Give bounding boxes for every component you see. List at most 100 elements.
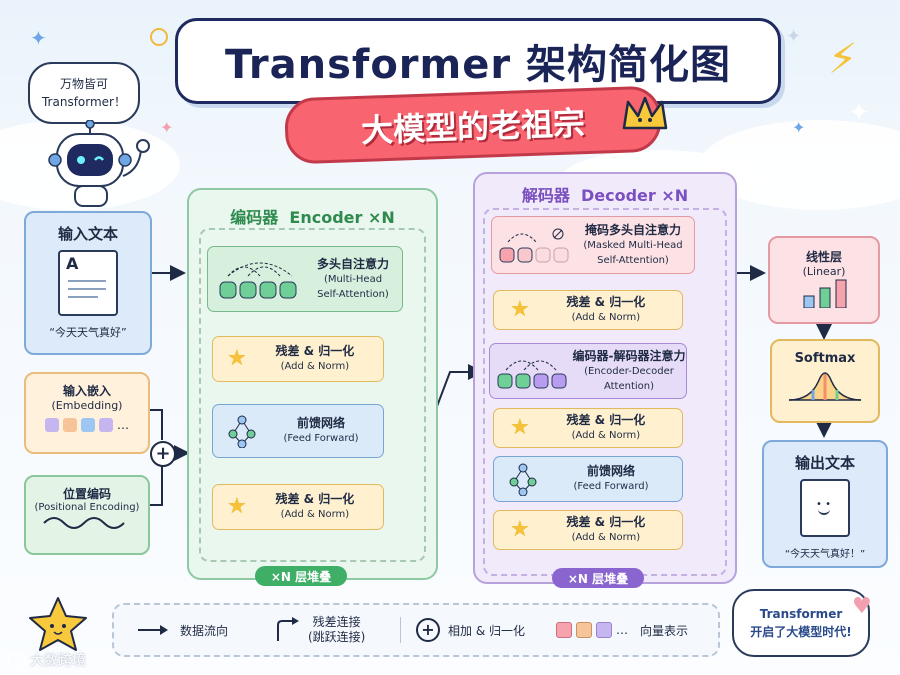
star-icon: ★ [510,517,530,542]
document-icon: A [58,250,118,316]
star-icon: ★ [227,494,247,519]
page-title: Transformer 架构简化图 [225,42,731,88]
decoder-title: 解码器 Decoder ×N [521,186,689,205]
block-label: 残差 & 归一化 [275,344,355,358]
block-sub: (Multi-Head Self-Attention) [317,273,389,300]
block-sub: Self-Attention) [597,254,669,266]
doc-letter: A [66,254,79,273]
watermark: 大数跨境 [8,650,86,670]
add-symbol-icon: + [416,618,440,642]
legend-residual: 残差连接 (跳跃连接) [274,605,365,655]
block-sub: (Masked Multi-Head [583,239,683,251]
mascot-speech-bubble: 万物皆可 Transformer！ [28,62,140,124]
arrow-right-icon [138,625,168,635]
lightning-icon: ⚡ [828,34,858,83]
input-sample-text: “今天天气真好” [49,326,127,339]
positional-title: 位置编码 [62,487,111,501]
block-label: 残差 & 归一化 [566,515,646,529]
vector-ellipsis: … [117,418,129,432]
encoder-layer-frame [199,228,426,562]
block-label: 前馈网络 [586,464,635,478]
encoder-feed-forward-block: 前馈网络 (Feed Forward) [212,404,384,458]
linear-layer-box: 线性层 (Linear) [768,236,880,324]
decoder-feed-forward-block: 前馈网络 (Feed Forward) [493,456,683,502]
encoder-add-norm-2-block: ★ 残差 & 归一化 (Add & Norm) [212,484,384,530]
linear-title: 线性层 [805,250,842,264]
bubble-line: 开启了大模型时代! [750,625,852,639]
legend-label: 数据流向 [180,623,229,638]
decoder-stack-badge: ×N 层堆叠 [552,568,644,588]
bell-curve-icon [788,372,862,401]
legend-vector: … 向量表示 [556,605,688,655]
star-icon: ★ [510,415,530,440]
sparkle-icon: ✦ [160,118,174,137]
block-sub: (Add & Norm) [571,532,641,543]
sparkle-icon: ✦ [786,26,802,47]
legend-divider [400,617,401,643]
sine-wave-icon [43,517,125,529]
decoder-add-norm-1-block: ★ 残差 & 归一化 (Add & Norm) [493,290,683,330]
output-sample-text: “今天天气真好！” [784,549,866,560]
block-label: 残差 & 归一化 [275,492,355,506]
star-mascot-icon [28,596,88,656]
watermark-text: 大数跨境 [30,653,86,669]
bubble-line: Transformer！ [41,95,126,109]
star-icon: ★ [510,297,530,322]
vector-squares: … [45,418,129,432]
input-text-box: 输入文本 A “今天天气真好” [24,211,152,355]
block-label: 多头自注意力 [316,256,389,271]
legend-data-flow: 数据流向 [136,605,228,655]
output-text-title: 输出文本 [794,454,855,472]
network-icon [228,415,256,448]
block-sub: (Encoder-Decoder [584,365,674,377]
document-icon: • • [800,479,850,537]
robot-mascot-icon [45,119,165,214]
bubble-line: 万物皆可 [59,77,108,91]
legend-label: 残差连接 [312,615,361,629]
block-sub: Attention) [603,380,655,392]
footer-speech-bubble: Transformer 开启了大模型时代! [732,589,870,657]
legend-add-norm: + 相加 & 归一化 [416,605,525,655]
positional-sub: (Positional Encoding) [34,502,140,513]
encoder-add-norm-1-block: ★ 残差 & 归一化 (Add & Norm) [212,336,384,382]
legend-label: 向量表示 [640,623,689,638]
sparkle-icon: ✦ [30,26,47,50]
block-sub: (Add & Norm) [280,509,350,520]
add-symbol-icon: + [150,441,176,467]
embedding-title: 输入嵌入 [62,384,111,398]
residual-arrow-icon [277,617,299,641]
block-label: 残差 & 归一化 [566,295,646,309]
attention-tokens-icon [219,262,297,299]
encoder-self-attention-block: 多头自注意力 (Multi-Head Self-Attention) [207,246,403,312]
legend-sub: (跳跃连接) [308,630,366,644]
softmax-box: Softmax [770,339,880,423]
block-label: 掩码多头自注意力 [584,222,681,237]
positional-encoding-box: 位置编码 (Positional Encoding) [24,475,150,555]
block-label: 残差 & 归一化 [566,413,646,427]
embedding-box: 输入嵌入 (Embedding) … [24,372,150,454]
decoder-cross-attention-block: 编码器-解码器注意力 (Encoder-Decoder Attention) [489,343,687,399]
crown-icon [620,94,670,138]
bubble-line: Transformer [759,607,843,621]
block-label: 编码器-解码器注意力 [572,348,686,363]
block-sub: (Feed Forward) [573,481,649,492]
legend: 数据流向 残差连接 (跳跃连接) + 相加 & 归一化 … 向量表示 [112,603,720,657]
encoder-stack-badge: ×N 层堆叠 [255,566,347,586]
input-text-title: 输入文本 [57,225,118,243]
heart-icon: ♥ [852,594,872,619]
bar-chart-icon [803,279,847,308]
star-icon: ★ [227,346,247,371]
embedding-sub: (Embedding) [51,399,123,412]
balloon-icon [150,28,168,46]
softmax-title: Softmax [794,351,856,366]
block-label: 前馈网络 [296,416,345,430]
encoder-title: 编码器 Encoder ×N [230,208,395,227]
block-sub: (Feed Forward) [283,433,359,444]
masked-tokens-icon [499,228,569,263]
vector-ellipsis: … [616,623,628,637]
block-sub: (Add & Norm) [280,361,350,372]
decoder-add-norm-3-block: ★ 残差 & 归一化 (Add & Norm) [493,510,683,550]
output-text-box: 输出文本 • • “今天天气真好！” [762,440,888,568]
network-icon [509,463,537,496]
logo-icon [8,651,26,669]
